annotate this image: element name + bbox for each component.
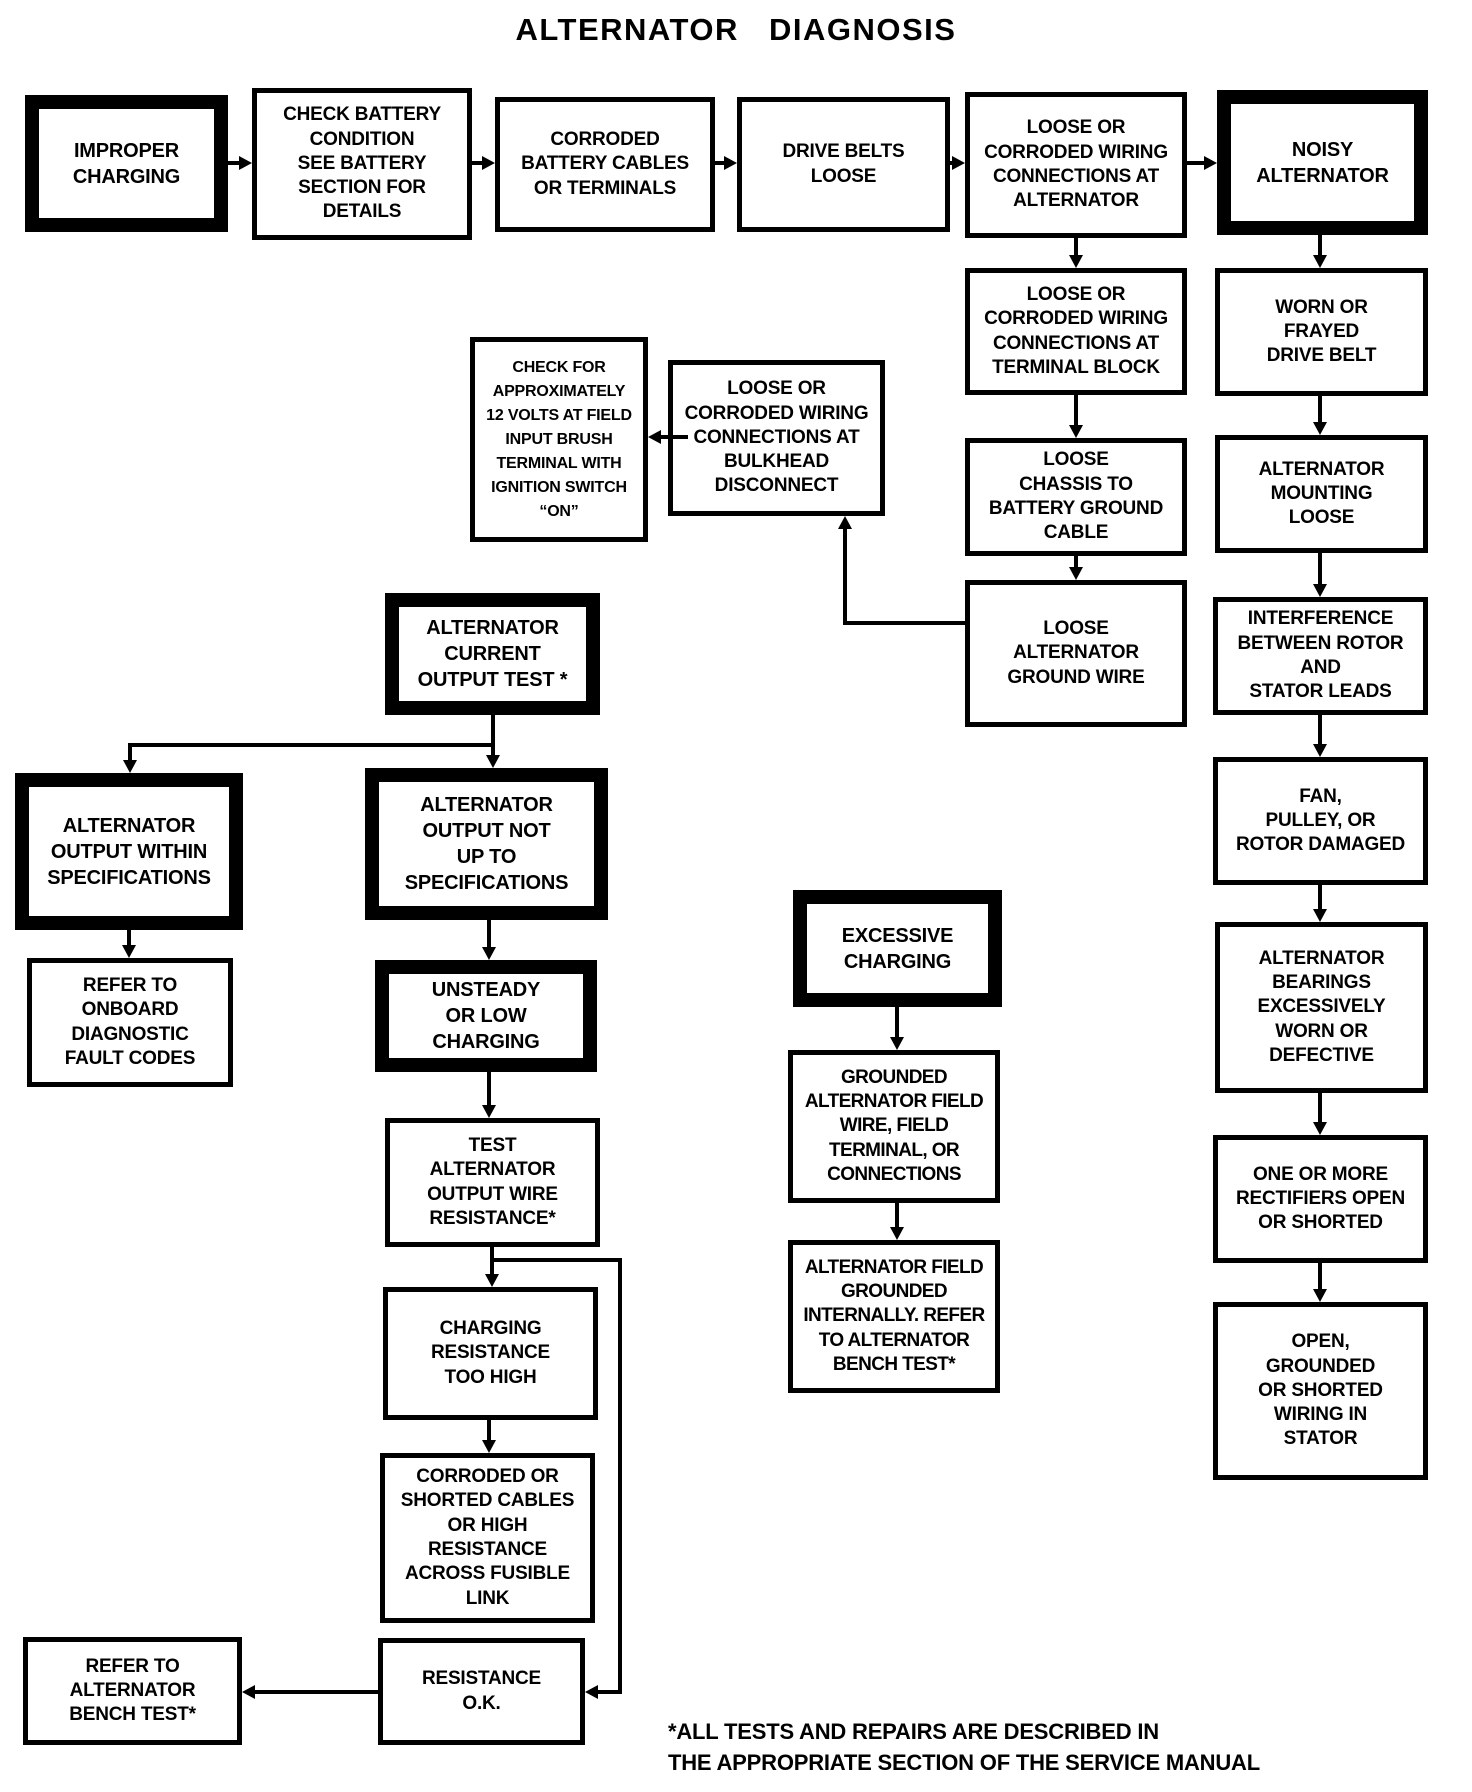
node-loose-wiring-bulkhead: LOOSE OR CORRODED WIRING CONNECTIONS AT … [668, 360, 885, 516]
node-output-within-specs: ALTERNATOR OUTPUT WITHIN SPECIFICATIONS [15, 773, 243, 930]
arrowhead-b12-b13 [1313, 744, 1327, 757]
arrowhead-b29-b30 [890, 1037, 904, 1050]
connector-b29-b30 [895, 1007, 899, 1039]
node-alternator-current-output-test: ALTERNATOR CURRENT OUTPUT TEST * [385, 593, 600, 715]
node-worn-frayed-drive-belt: WORN OR FRAYED DRIVE BELT [1215, 268, 1428, 396]
connector-branch-into-b27 [598, 1690, 622, 1694]
connector-b10-b11 [1318, 396, 1322, 423]
connector-b23-b24 [487, 1072, 491, 1107]
arrowhead-b20-b22 [122, 945, 136, 958]
arrowhead-b11-b12 [1313, 584, 1327, 597]
node-corroded-battery-cables: CORRODED BATTERY CABLES OR TERMINALS [495, 97, 715, 232]
arrowhead-b2-b3 [482, 156, 495, 170]
arrowhead-b4-b5 [952, 156, 965, 170]
node-refer-alternator-bench-test: REFER TO ALTERNATOR BENCH TEST* [23, 1637, 242, 1745]
connector-b14-b15 [1318, 1093, 1322, 1123]
node-loose-chassis-ground-cable: LOOSE CHASSIS TO BATTERY GROUND CABLE [965, 438, 1187, 556]
node-corroded-shorted-cables-fusible-link: CORRODED OR SHORTED CABLES OR HIGH RESIS… [380, 1453, 595, 1623]
connector-b27-b28 [255, 1690, 378, 1694]
connector-b25-b26 [487, 1420, 491, 1442]
arrowhead-b21-b23 [482, 947, 496, 960]
node-check-12-volts-field: CHECK FOR APPROXIMATELY 12 VOLTS AT FIEL… [470, 337, 648, 542]
node-fan-pulley-rotor-damaged: FAN, PULLEY, OR ROTOR DAMAGED [1213, 757, 1428, 885]
footnote: *ALL TESTS AND REPAIRS ARE DESCRIBED IN … [668, 1719, 1260, 1775]
connector-b30-b31 [895, 1203, 899, 1229]
node-refer-onboard-diagnostics: REFER TO ONBOARD DIAGNOSTIC FAULT CODES [27, 958, 233, 1087]
connector-b8-b9 [1074, 556, 1078, 568]
node-output-not-up-to-specs: ALTERNATOR OUTPUT NOT UP TO SPECIFICATIO… [365, 768, 608, 920]
arrowhead-b15-b16 [1313, 1289, 1327, 1302]
connector-b20-b22 [127, 930, 131, 947]
arrowhead-b10-b11 [1313, 422, 1327, 435]
arrowhead-b5-b6 [1204, 156, 1217, 170]
arrowhead-b8-b9 [1069, 567, 1083, 580]
arrowhead-branch-b27 [585, 1685, 598, 1699]
arrowhead-b13-b14 [1313, 909, 1327, 922]
connector-branch-horizontal [130, 743, 493, 747]
node-interference-rotor-stator: INTERFERENCE BETWEEN ROTOR AND STATOR LE… [1213, 597, 1428, 715]
node-alternator-mounting-loose: ALTERNATOR MOUNTING LOOSE [1215, 435, 1428, 553]
arrowhead-b5-b7 [1069, 255, 1083, 268]
connector-b3-b4 [715, 161, 725, 165]
arrowhead-branch-b21 [486, 755, 500, 768]
page-title: ALTERNATOR DIAGNOSIS [515, 12, 957, 47]
node-grounded-field-wire: GROUNDED ALTERNATOR FIELD WIRE, FIELD TE… [788, 1050, 1000, 1203]
arrowhead-b6-b10 [1313, 255, 1327, 268]
node-loose-alternator-ground-wire: LOOSE ALTERNATOR GROUND WIRE [965, 580, 1187, 727]
arrowhead-elbow-b18 [838, 516, 852, 529]
connector-branch-down-b27 [618, 1258, 622, 1694]
connector-b9-elbow [843, 621, 965, 625]
connector-b21-b23 [487, 920, 491, 949]
arrowhead-b7-b8 [1069, 425, 1083, 438]
arrowhead-b18-b17 [648, 430, 661, 444]
arrowhead-b25-b26 [482, 1440, 496, 1453]
connector-b19-stem [491, 715, 495, 747]
node-loose-wiring-at-terminal-block: LOOSE OR CORRODED WIRING CONNECTIONS AT … [965, 268, 1187, 395]
node-charging-resistance-too-high: CHARGING RESISTANCE TOO HIGH [383, 1287, 598, 1420]
node-field-grounded-internally: ALTERNATOR FIELD GROUNDED INTERNALLY. RE… [788, 1240, 1000, 1393]
arrowhead-b30-b31 [890, 1227, 904, 1240]
connector-branch-b21 [491, 743, 495, 757]
node-noisy-alternator: NOISY ALTERNATOR [1217, 90, 1428, 235]
connector-b6-b10 [1318, 235, 1322, 256]
connector-elbow-b18 [843, 527, 847, 625]
connector-b18-b17 [661, 435, 688, 439]
connector-b13-b14 [1318, 885, 1322, 910]
connector-b1-b2 [228, 161, 241, 165]
arrowhead-b14-b15 [1313, 1122, 1327, 1135]
node-resistance-ok: RESISTANCE O.K. [378, 1638, 585, 1745]
arrowhead-b27-b28 [242, 1685, 255, 1699]
arrowhead-b1-b2 [239, 156, 252, 170]
arrowhead-branch-b20 [123, 760, 137, 773]
connector-b11-b12 [1318, 553, 1322, 585]
connector-branch-b20 [128, 743, 132, 762]
node-improper-charging: IMPROPER CHARGING [25, 95, 228, 232]
node-alternator-bearings-worn: ALTERNATOR BEARINGS EXCESSIVELY WORN OR … [1215, 922, 1428, 1093]
connector-b2-b3 [472, 161, 483, 165]
node-unsteady-low-charging: UNSTEADY OR LOW CHARGING [375, 960, 597, 1072]
node-drive-belts-loose: DRIVE BELTS LOOSE [737, 97, 950, 232]
connector-b7-b8 [1074, 395, 1078, 426]
node-check-battery-condition: CHECK BATTERY CONDITION SEE BATTERY SECT… [252, 88, 472, 240]
node-stator-wiring-fault: OPEN, GROUNDED OR SHORTED WIRING IN STAT… [1213, 1302, 1428, 1480]
node-loose-wiring-at-alternator: LOOSE OR CORRODED WIRING CONNECTIONS AT … [965, 92, 1187, 238]
connector-b5-b7 [1074, 238, 1078, 256]
node-excessive-charging: EXCESSIVE CHARGING [793, 890, 1002, 1007]
connector-b12-b13 [1318, 715, 1322, 745]
connector-b24-branch-right [490, 1258, 622, 1262]
node-rectifiers-open-shorted: ONE OR MORE RECTIFIERS OPEN OR SHORTED [1213, 1135, 1428, 1263]
arrowhead-b23-b24 [482, 1105, 496, 1118]
node-test-output-wire-resistance: TEST ALTERNATOR OUTPUT WIRE RESISTANCE* [385, 1118, 600, 1247]
connector-b15-b16 [1318, 1263, 1322, 1290]
arrowhead-b3-b4 [724, 156, 737, 170]
connector-b5-b6 [1187, 161, 1205, 165]
arrowhead-b24-b25 [485, 1274, 499, 1287]
